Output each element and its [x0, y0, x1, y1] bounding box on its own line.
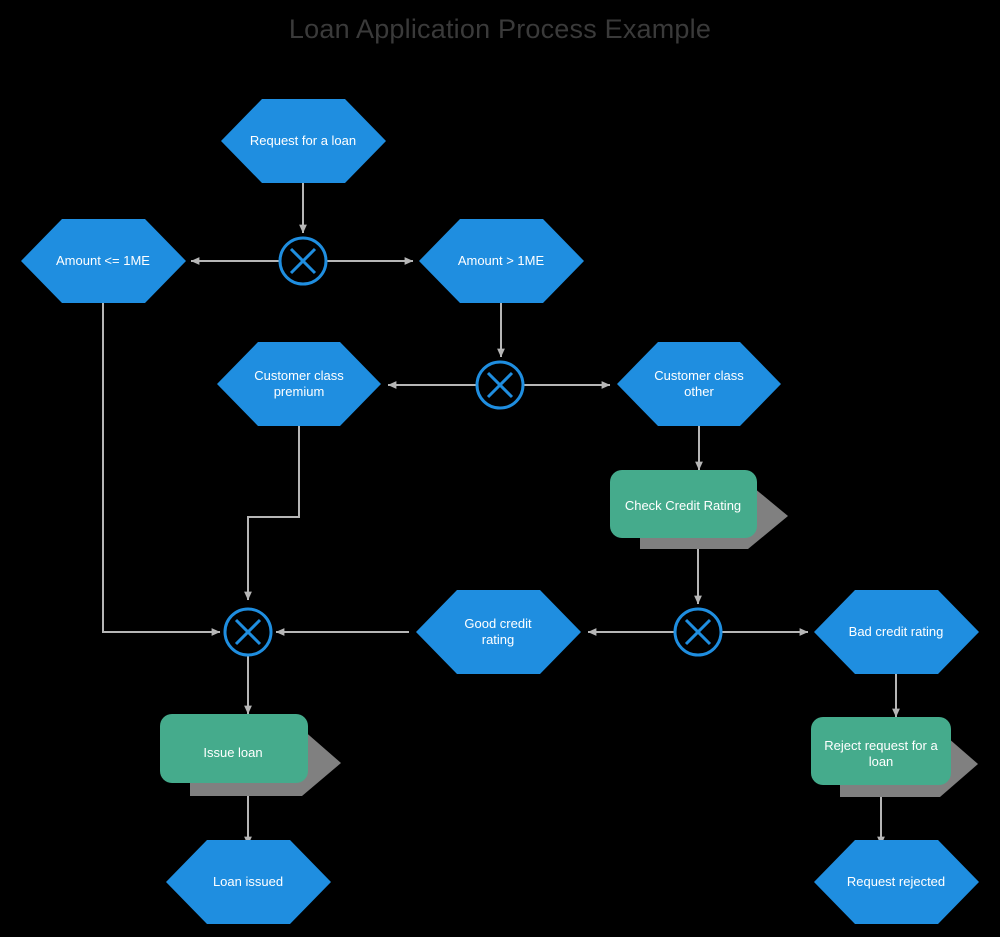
node-bad-credit-rating[interactable] — [814, 590, 979, 674]
node-reject-request-for-a-loan[interactable] — [811, 717, 978, 797]
node-request-rejected[interactable] — [814, 840, 979, 924]
task-body — [811, 717, 951, 785]
gateway-amount[interactable] — [278, 236, 328, 286]
node-customer-class-other[interactable] — [617, 342, 781, 426]
node-request-for-a-loan[interactable] — [221, 99, 386, 183]
gateway-x-icon — [486, 371, 514, 399]
node-customer-class-premium[interactable] — [217, 342, 381, 426]
task-body — [160, 714, 308, 783]
node-amount-gt-1me[interactable] — [419, 219, 584, 303]
node-check-credit-rating[interactable] — [610, 470, 788, 549]
connector-customer-class-premium-to-gateway-merge-issue — [244, 426, 300, 601]
node-loan-issued[interactable] — [166, 840, 331, 924]
node-good-credit-rating[interactable] — [416, 590, 581, 674]
task-body — [610, 470, 757, 538]
gateway-customer-class[interactable] — [475, 360, 525, 410]
gateway-credit-rating[interactable] — [673, 607, 723, 657]
node-issue-loan[interactable] — [160, 714, 341, 796]
gateway-x-icon — [234, 618, 262, 646]
gateway-circle — [223, 607, 273, 657]
gateway-circle — [673, 607, 723, 657]
gateway-merge-issue[interactable] — [223, 607, 273, 657]
gateway-circle — [278, 236, 328, 286]
node-amount-lte-1me[interactable] — [21, 219, 186, 303]
gateway-x-icon — [684, 618, 712, 646]
connector-amount-lte-1me-to-gateway-merge-issue — [102, 303, 221, 636]
page-title: Loan Application Process Example — [288, 14, 712, 44]
gateway-circle — [475, 360, 525, 410]
gateway-x-icon — [289, 247, 317, 275]
